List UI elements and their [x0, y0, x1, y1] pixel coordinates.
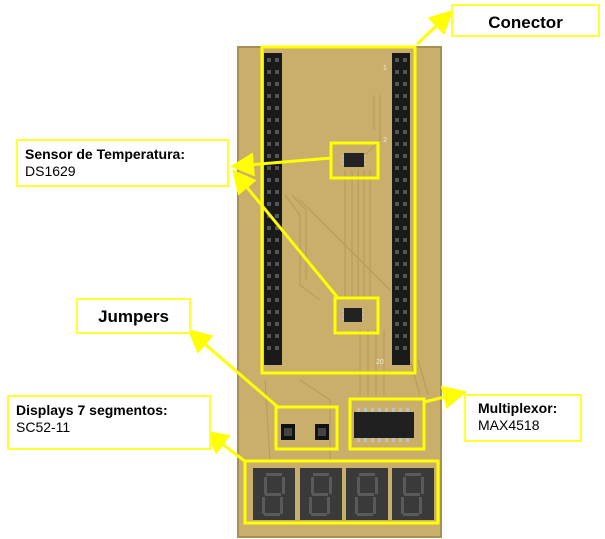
displays-part: SC52-11 — [16, 419, 71, 435]
sensor-part: DS1629 — [25, 163, 76, 179]
jumper-2 — [315, 424, 329, 440]
sensor-label: Sensor de Temperatura: DS1629 — [16, 139, 229, 187]
seven-seg-displays — [253, 468, 434, 520]
arrow-conector — [415, 9, 454, 46]
jumper-1 — [281, 424, 295, 440]
silk-pin-1: 1 — [383, 65, 387, 72]
small-ic — [342, 308, 364, 322]
pcb-traces — [264, 95, 429, 461]
seven-seg-display-1 — [253, 468, 295, 520]
ds1629-chip — [342, 153, 366, 167]
conector-title: Conector — [488, 13, 563, 32]
mux-highlight — [348, 397, 426, 451]
right-header — [392, 53, 410, 365]
left-header — [264, 53, 282, 365]
arrow-sensor-top — [230, 152, 332, 177]
jumpers-title: Jumpers — [98, 307, 169, 326]
displays-title: Displays 7 segmentos: — [16, 402, 168, 418]
sensor-title: Sensor de Temperatura: — [25, 146, 186, 162]
displays-highlight — [243, 459, 440, 525]
arrow-jumpers — [187, 329, 280, 410]
seven-seg-display-3 — [346, 468, 388, 520]
seven-seg-display-2 — [300, 468, 342, 520]
connector-highlight — [260, 45, 417, 375]
arrow-displays — [204, 430, 247, 464]
max4518-chip — [354, 408, 414, 442]
silk-pin-2: 2 — [383, 137, 387, 144]
sensor-highlight-2 — [333, 296, 380, 335]
mux-title: Multiplexor: — [478, 400, 558, 416]
mux-label: Multiplexor: MAX4518 — [464, 394, 582, 442]
arrow-mux — [423, 385, 467, 409]
mux-part: MAX4518 — [478, 417, 540, 433]
jumpers-label: Jumpers — [76, 298, 191, 334]
conector-label: Conector — [451, 4, 600, 37]
seven-seg-display-4 — [392, 468, 434, 520]
silk-pin-20: 20 — [376, 359, 384, 366]
sensor-highlight — [329, 141, 380, 180]
arrow-sensor-low — [232, 169, 340, 299]
jumpers-highlight — [274, 405, 339, 451]
displays-label: Displays 7 segmentos: SC52-11 — [7, 395, 211, 450]
